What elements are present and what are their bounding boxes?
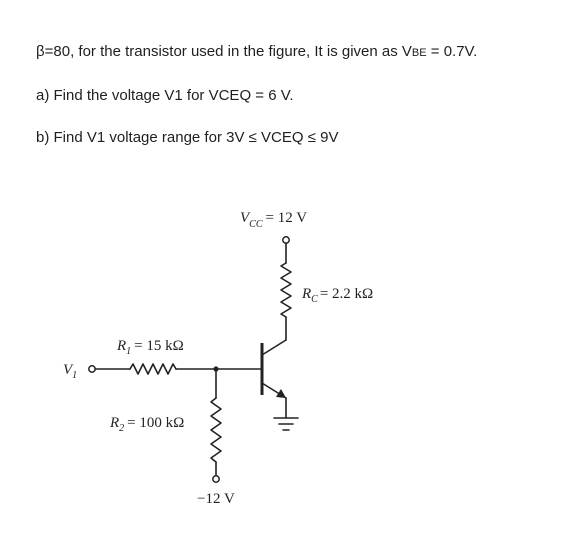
vee-label: −12 V — [197, 491, 235, 507]
vbe-subscript: BE — [411, 47, 427, 59]
r2-resistor — [210, 397, 222, 463]
r1-resistor — [129, 363, 177, 375]
emitter-arrow — [276, 389, 286, 398]
given-vbe-value: = 0.7V. — [426, 43, 478, 60]
question-b: b) Find V1 voltage range for 3V ≤ VCEQ ≤… — [36, 129, 339, 146]
v1-label: V1 — [63, 362, 77, 381]
question-a: a) Find the voltage V1 for VCEQ = 6 V. — [36, 87, 294, 104]
rc-label: RC= 2.2 kΩ — [301, 286, 373, 305]
vee-terminal — [212, 475, 220, 483]
r2-label: R2= 100 kΩ — [109, 415, 184, 434]
rc-resistor — [280, 262, 292, 318]
collector-lead — [261, 339, 287, 356]
given-beta-text: β=80, for the transistor used in the fig… — [36, 43, 412, 60]
vcc-label: VCC= 12 V — [240, 210, 307, 230]
r1-label: R1= 15 kΩ — [116, 338, 184, 357]
problem-statement-line-1: β=80, for the transistor used in the fig… — [36, 43, 477, 60]
